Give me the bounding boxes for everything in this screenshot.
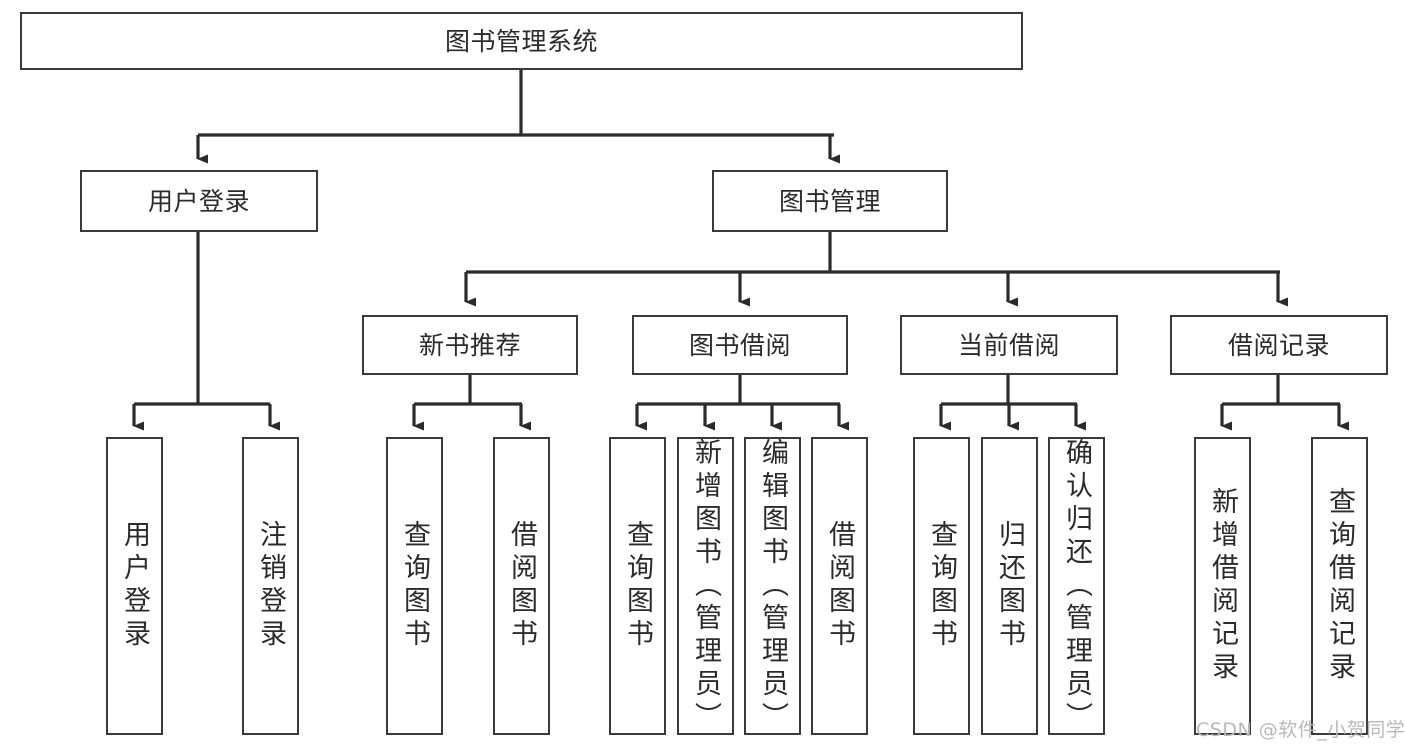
node-book-management[interactable]: 图书管理 (712, 170, 948, 232)
node-label: 注销登录 (255, 520, 286, 652)
node-borrow-record[interactable]: 借阅记录 (1170, 315, 1388, 375)
node-label: 借阅记录 (1227, 330, 1330, 360)
leaf-borrow-book-recommend[interactable]: 借阅图书 (493, 437, 550, 735)
leaf-add-borrow-record[interactable]: 新增借阅记录 (1194, 437, 1251, 735)
node-label: 当前借阅 (957, 330, 1060, 360)
leaf-query-book-borrow[interactable]: 查询图书 (609, 437, 666, 735)
csdn-watermark: CSDN @软件_小贺同学 (1196, 719, 1405, 741)
leaf-edit-book-admin[interactable]: 编辑图书（管理员） (744, 437, 801, 735)
node-root-system[interactable]: 图书管理系统 (20, 12, 1023, 70)
node-label: 新书推荐 (418, 330, 521, 360)
node-current-borrow[interactable]: 当前借阅 (900, 315, 1118, 375)
node-book-borrow[interactable]: 图书借阅 (632, 315, 848, 375)
node-label: 新增借阅记录 (1207, 487, 1238, 685)
node-label: 归还图书 (994, 520, 1025, 652)
leaf-confirm-return-admin[interactable]: 确认归还（管理员） (1048, 437, 1105, 735)
node-label: 查询图书 (926, 520, 957, 652)
node-user-login[interactable]: 用户登录 (80, 170, 318, 232)
leaf-return-book[interactable]: 归还图书 (981, 437, 1038, 735)
leaf-query-book-current[interactable]: 查询图书 (913, 437, 970, 735)
leaf-borrow-book[interactable]: 借阅图书 (811, 437, 868, 735)
node-label: 用户登录 (147, 186, 250, 216)
node-label: 查询借阅记录 (1324, 487, 1355, 685)
node-label: 用户登录 (119, 520, 150, 652)
node-label: 图书借阅 (688, 330, 791, 360)
node-label: 确认归还（管理员） (1061, 437, 1092, 735)
leaf-query-borrow-record[interactable]: 查询借阅记录 (1311, 437, 1368, 735)
leaf-user-login[interactable]: 用户登录 (106, 437, 163, 735)
leaf-query-book-recommend[interactable]: 查询图书 (386, 437, 443, 735)
leaf-logout[interactable]: 注销登录 (242, 437, 299, 735)
node-label: 编辑图书（管理员） (757, 437, 788, 735)
node-label: 图书管理系统 (444, 26, 598, 56)
node-new-book-recommend[interactable]: 新书推荐 (362, 315, 578, 375)
node-label: 图书管理 (778, 186, 881, 216)
node-label: 新增图书（管理员） (690, 437, 721, 735)
node-label: 查询图书 (622, 520, 653, 652)
node-label: 借阅图书 (506, 520, 537, 652)
leaf-add-book-admin[interactable]: 新增图书（管理员） (677, 437, 734, 735)
node-label: 借阅图书 (824, 520, 855, 652)
node-label: 查询图书 (399, 520, 430, 652)
